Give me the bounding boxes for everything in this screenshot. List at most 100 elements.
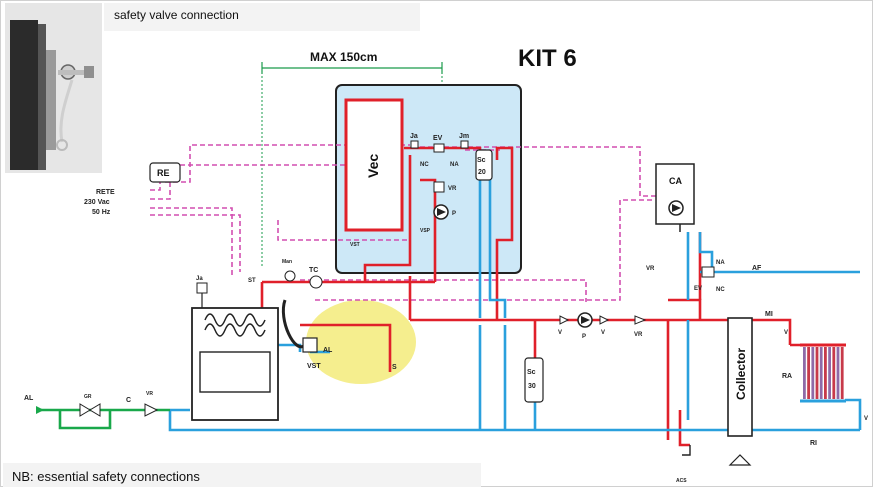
ra-label: RA bbox=[782, 373, 792, 380]
radiator-fin bbox=[811, 347, 815, 399]
stove-vr-label: VR bbox=[448, 186, 457, 192]
stove-vst-label: VST bbox=[350, 242, 360, 248]
vst-label: VST bbox=[307, 363, 321, 370]
al-label-valve: AL bbox=[323, 347, 333, 354]
re-label: RE bbox=[157, 168, 170, 178]
radiator-fin bbox=[803, 347, 806, 399]
caption-top-strip bbox=[104, 3, 420, 31]
feed-arrow bbox=[36, 406, 44, 414]
ca-nc-label: NC bbox=[716, 287, 725, 293]
stove-coil-2 bbox=[204, 323, 266, 337]
radiator-fin bbox=[807, 347, 810, 399]
stove-vessel bbox=[344, 98, 404, 232]
radiator-fin bbox=[824, 347, 827, 399]
inlet-vr-label: VR bbox=[146, 391, 153, 397]
ja-probe bbox=[410, 140, 419, 149]
sc20-label-b: 20 bbox=[478, 169, 486, 176]
collector-label: Collector bbox=[734, 348, 748, 400]
stove-vr-valve bbox=[433, 181, 445, 193]
radiator-fin bbox=[819, 347, 823, 399]
re-controller bbox=[149, 162, 181, 183]
sc30-label-a: Sc bbox=[527, 369, 536, 376]
ja-label: Ja bbox=[410, 133, 418, 140]
v-valve-left bbox=[559, 315, 570, 325]
acs-tap-icon bbox=[682, 445, 691, 456]
mid-vr-label: VR bbox=[634, 332, 643, 338]
stove-nc-label: NC bbox=[420, 162, 429, 168]
c-label: C bbox=[126, 397, 131, 404]
radiator-fins bbox=[803, 347, 844, 399]
ca-vr-label: VR bbox=[646, 266, 655, 272]
radiator-fin bbox=[840, 347, 844, 399]
inlet-check-valve bbox=[144, 403, 159, 417]
collector bbox=[727, 317, 753, 437]
pump-icon bbox=[437, 208, 446, 216]
caption-bottom: NB: essential safety connections bbox=[12, 469, 200, 484]
gr-label: GR bbox=[84, 394, 92, 400]
v-label-left: V bbox=[558, 330, 562, 336]
vst-valve bbox=[302, 337, 318, 353]
p-label-mid: P bbox=[582, 334, 586, 340]
jm-probe bbox=[460, 140, 469, 149]
tc-probe bbox=[309, 275, 323, 289]
manometer-label: Man bbox=[282, 259, 292, 265]
sc30-label-b: 30 bbox=[528, 383, 536, 390]
mi-label: MI bbox=[765, 311, 773, 318]
stove-ja-probe bbox=[196, 282, 208, 294]
stove-ja-label: Ja bbox=[196, 276, 203, 282]
ev-label: EV bbox=[433, 135, 443, 142]
mi-v-label: V bbox=[784, 330, 788, 336]
gr-valve-right bbox=[89, 403, 101, 417]
valve-photo bbox=[5, 3, 102, 173]
acs-label: ACS bbox=[676, 478, 687, 484]
max-distance-label: MAX 150cm bbox=[310, 50, 377, 64]
ca-na-label: NA bbox=[716, 260, 725, 266]
circuit-pump-arrow bbox=[581, 316, 590, 324]
rete-frequency: 50 Hz bbox=[92, 209, 111, 216]
ri-label: RI bbox=[810, 440, 817, 447]
ev-valve bbox=[433, 143, 445, 153]
stove-door bbox=[199, 351, 271, 393]
stove-vsp-label: VSP bbox=[420, 228, 431, 234]
ca-ev-valve bbox=[701, 266, 715, 278]
af-label: AF bbox=[752, 265, 762, 272]
vessel-label: Vec bbox=[365, 154, 381, 178]
sc20-label-a: Sc bbox=[477, 157, 486, 164]
stove-coil bbox=[204, 313, 266, 327]
return-pipes bbox=[168, 170, 862, 432]
radiator-fin bbox=[836, 347, 840, 399]
radiator bbox=[800, 343, 846, 403]
radiator-fin bbox=[828, 347, 831, 399]
jm-label: Jm bbox=[459, 133, 469, 140]
rete-voltage: 230 Vac bbox=[84, 199, 110, 206]
pump-label: P bbox=[452, 211, 456, 217]
st-label: ST bbox=[248, 278, 256, 284]
mid-check-valve bbox=[634, 315, 647, 325]
ri-v-label: V bbox=[864, 416, 868, 422]
ca-ev-label: EV bbox=[694, 286, 702, 292]
ground-symbol bbox=[728, 454, 752, 466]
radiator-fin bbox=[832, 347, 836, 399]
safety-highlight bbox=[306, 300, 416, 384]
v-valve-right bbox=[599, 315, 610, 325]
rete-label: RETE bbox=[96, 189, 115, 196]
stove-na-label: NA bbox=[450, 162, 459, 168]
kit-title: KIT 6 bbox=[518, 45, 577, 72]
s-label: S bbox=[392, 364, 397, 371]
sc30-exchanger bbox=[524, 357, 544, 403]
v-label-right: V bbox=[601, 330, 605, 336]
ca-label: CA bbox=[669, 176, 682, 186]
manometer-icon bbox=[284, 270, 296, 282]
radiator-fin bbox=[815, 347, 819, 399]
ca-pump-arrow bbox=[672, 204, 681, 212]
caption-bottom-strip bbox=[3, 463, 481, 487]
sc20-exchanger bbox=[475, 149, 493, 181]
gr-valve-left bbox=[79, 403, 91, 417]
al-label-inlet: AL bbox=[24, 395, 34, 402]
caption-top: safety valve connection bbox=[114, 8, 239, 22]
capillary-loop bbox=[282, 299, 307, 349]
electrical-wiring bbox=[150, 144, 656, 302]
tc-label: TC bbox=[309, 267, 318, 274]
